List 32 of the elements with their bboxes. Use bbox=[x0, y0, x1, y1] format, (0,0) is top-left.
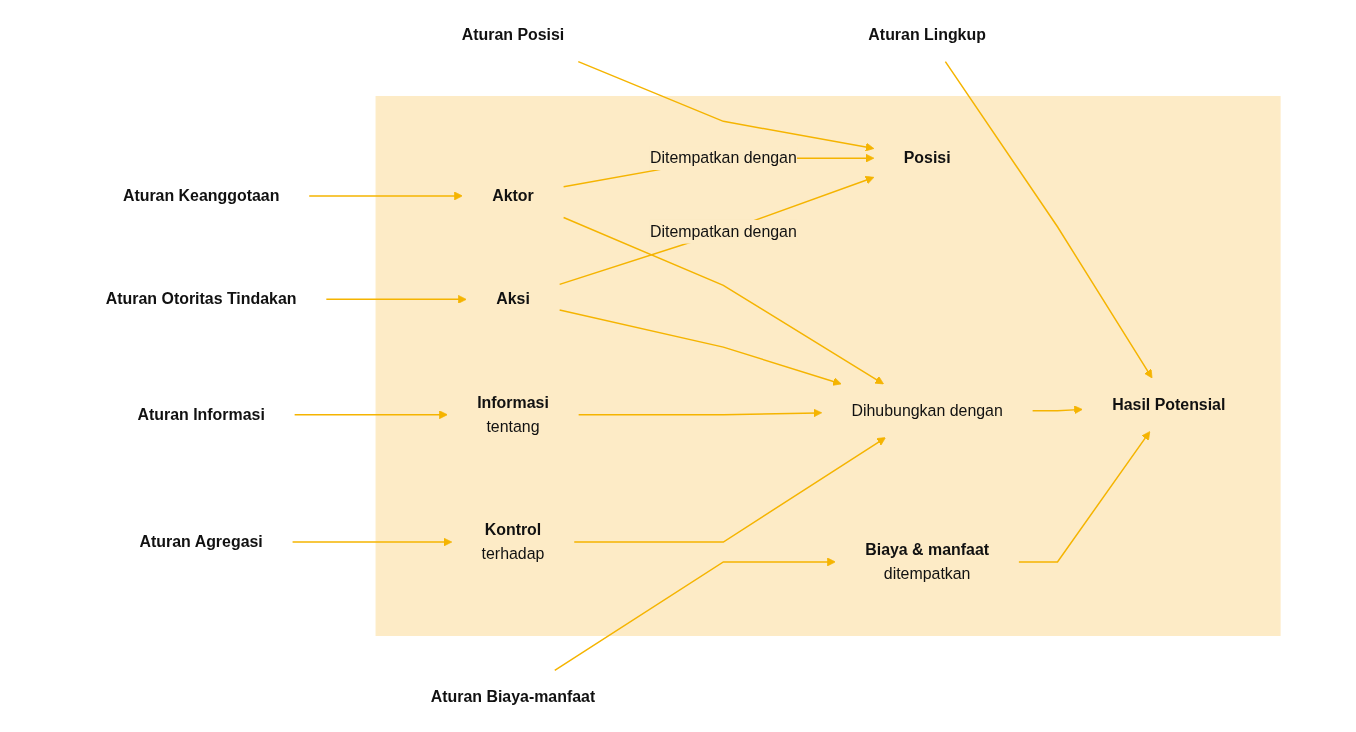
edge-label: Ditempatkan dengan bbox=[649, 222, 797, 240]
arrow bbox=[1031, 405, 1083, 415]
arrow bbox=[558, 175, 875, 286]
arrow bbox=[325, 295, 467, 304]
arrow bbox=[577, 408, 822, 418]
node-text: Aturan Agregasi bbox=[139, 533, 263, 550]
arrow bbox=[1018, 431, 1151, 563]
arrow bbox=[573, 437, 886, 543]
node-text: Aksi bbox=[496, 290, 530, 308]
node-text: Aturan Informasi bbox=[137, 405, 265, 423]
cluster bbox=[375, 95, 1281, 636]
node-text: Aturan Keanggotaan bbox=[122, 186, 280, 204]
arrow bbox=[553, 557, 836, 672]
node-text: Biaya & manfaat ditempatkan bbox=[865, 541, 990, 582]
arrow bbox=[562, 216, 884, 385]
node-text: Kontrol terhadap bbox=[481, 521, 545, 562]
node-text: Posisi bbox=[903, 149, 951, 167]
node-text: Aturan Otoritas Tindakan bbox=[105, 290, 297, 308]
node-text: Aktor bbox=[492, 186, 534, 204]
node-text: Aturan Biaya-manfaat bbox=[430, 688, 596, 706]
edge-label: Ditempatkan dengan bbox=[649, 149, 797, 167]
node-text: Informasi tentang bbox=[477, 393, 549, 435]
node-text: Aturan Posisi bbox=[461, 25, 565, 43]
arrow bbox=[291, 537, 453, 547]
node-text: Aturan Lingkup bbox=[868, 25, 986, 43]
node-text: Hasil Potensial bbox=[1112, 395, 1226, 413]
arrow bbox=[308, 191, 463, 201]
arrow bbox=[558, 309, 842, 386]
node-text: Dihubungkan dengan bbox=[851, 401, 1003, 419]
arrow bbox=[577, 60, 875, 152]
arrow bbox=[293, 410, 448, 420]
arrow bbox=[944, 60, 1153, 379]
